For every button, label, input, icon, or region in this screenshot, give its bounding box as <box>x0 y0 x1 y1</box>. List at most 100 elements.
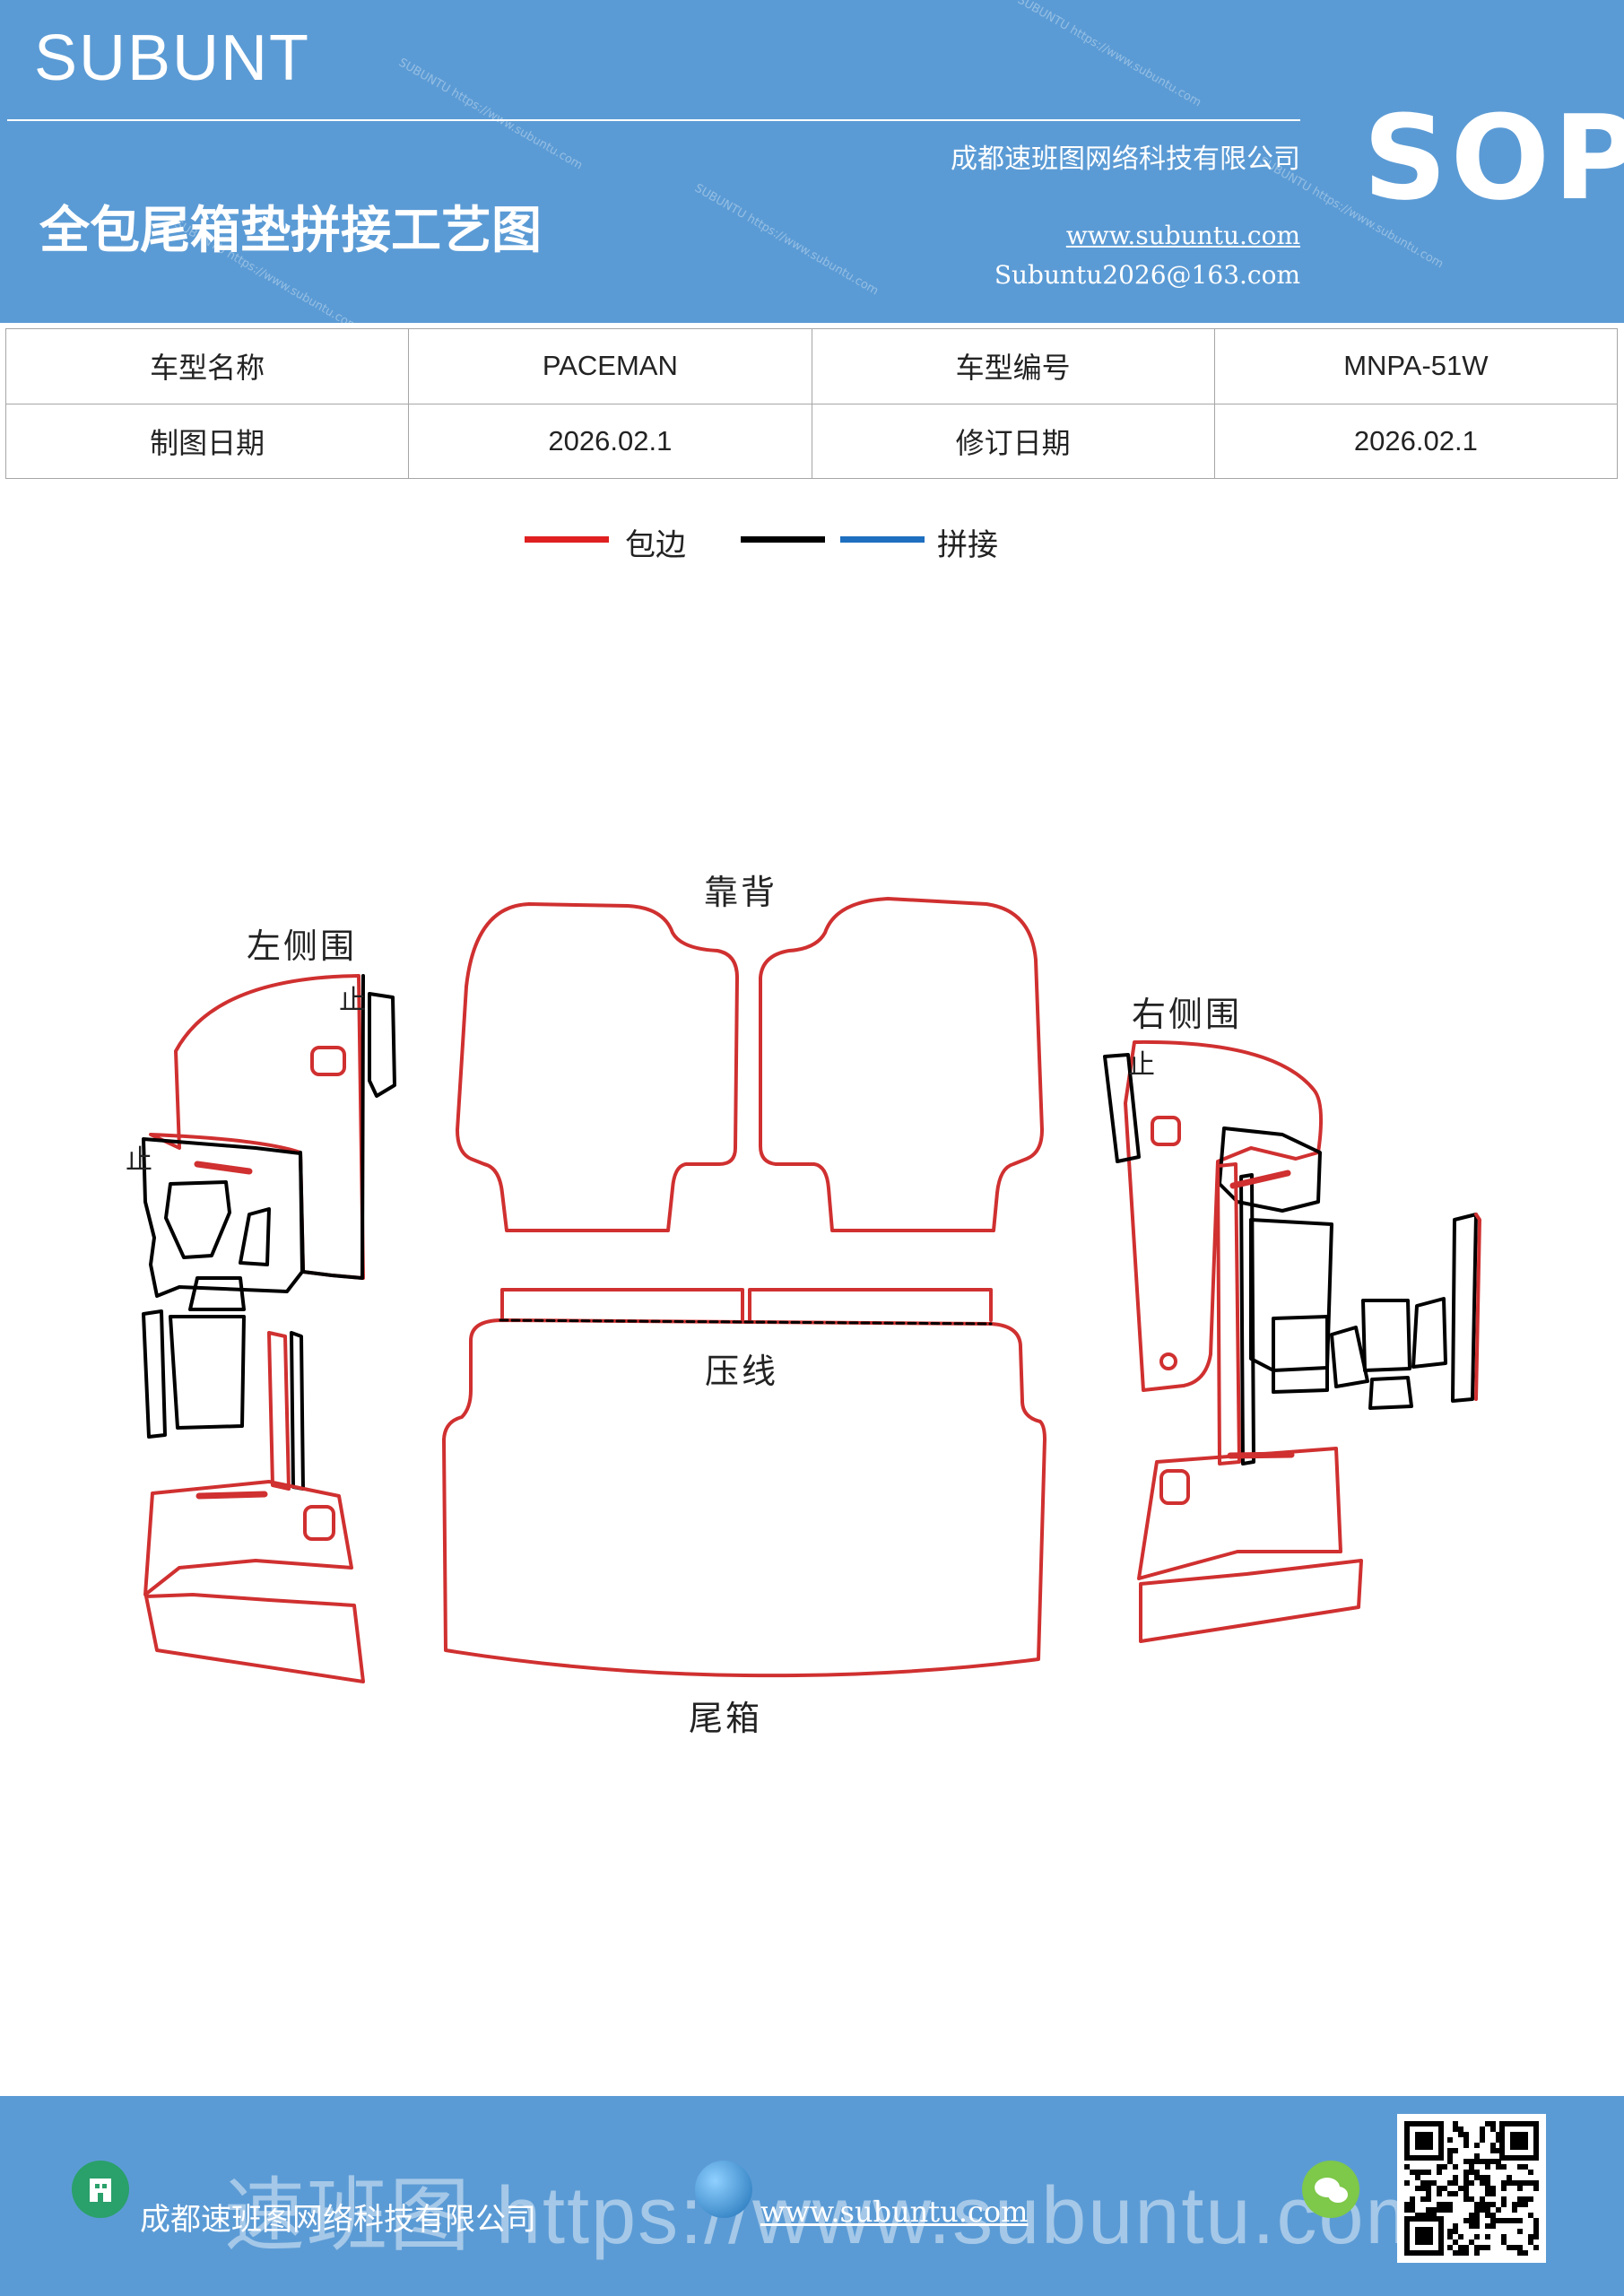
pattern-drawing <box>142 897 1481 1683</box>
table-cell-label: 制图日期 <box>4 403 410 479</box>
qr-module <box>1507 2218 1512 2223</box>
legend-swatch-edge <box>525 536 609 543</box>
right-side-piece-a <box>1330 1326 1369 1388</box>
qr-module <box>1507 2180 1512 2186</box>
qr-module <box>1463 2186 1469 2191</box>
brand-name: SUBUNT <box>34 22 311 94</box>
qr-module <box>1528 2239 1533 2245</box>
qr-module <box>1480 2207 1485 2213</box>
qr-module <box>1410 2196 1415 2202</box>
qr-module <box>1404 2164 1410 2170</box>
qr-module <box>1480 2137 1485 2143</box>
table-cell-value: MNPA-51W <box>1213 328 1619 404</box>
qr-module <box>1458 2186 1463 2191</box>
qr-module <box>1501 2186 1507 2191</box>
qr-module <box>1437 2191 1442 2196</box>
qr-module <box>1442 2207 1447 2213</box>
table-cell-value: 2026.02.1 <box>1213 403 1619 479</box>
qr-module <box>1453 2180 1458 2186</box>
left-side-hole-b <box>303 1505 335 1541</box>
qr-module <box>1490 2186 1496 2191</box>
qr-module <box>1474 2170 1480 2175</box>
qr-module <box>1447 2180 1453 2186</box>
right-side-piece-d <box>1368 1376 1413 1410</box>
qr-module <box>1480 2196 1485 2202</box>
qr-module <box>1496 2148 1501 2153</box>
table-row: 车型名称 PACEMAN 车型编号 MNPA-51W <box>4 328 1619 404</box>
qr-module <box>1453 2175 1458 2180</box>
left-side-vstrip-b <box>290 1331 305 1491</box>
qr-module <box>1512 2218 1517 2223</box>
legend-label-edge: 包边 <box>625 527 686 563</box>
qr-module <box>1404 2202 1410 2207</box>
qr-module <box>1480 2180 1485 2186</box>
footer-website-link[interactable]: www.subuntu.com <box>760 2195 1029 2229</box>
qr-module <box>1496 2132 1501 2137</box>
qr-module <box>1447 2207 1453 2213</box>
qr-module <box>1463 2143 1469 2148</box>
qr-module <box>1437 2170 1442 2175</box>
globe-icon <box>695 2161 752 2218</box>
qr-module <box>1447 2153 1453 2159</box>
crease-line <box>499 1318 993 1326</box>
qr-module <box>1463 2191 1469 2196</box>
wechat-icon <box>1302 2161 1359 2218</box>
qr-module <box>1517 2164 1523 2170</box>
qr-module <box>1480 2175 1485 2180</box>
qr-module <box>1517 2245 1523 2250</box>
qr-module <box>1490 2191 1496 2196</box>
trunk-floor-piece <box>442 1318 1046 1678</box>
left-side-panel <box>142 1137 304 1298</box>
qr-module <box>1463 2132 1469 2137</box>
qr-module <box>1458 2245 1463 2250</box>
qr-module <box>1480 2132 1485 2137</box>
right-side-bottom-a <box>1137 1447 1342 1580</box>
qr-module <box>1512 2180 1517 2186</box>
right-side-wall-main <box>1124 1039 1323 1392</box>
left-side-wall-seam <box>299 974 365 1280</box>
qr-module <box>1485 2223 1490 2229</box>
qr-module <box>1447 2191 1453 2196</box>
qr-code <box>1397 2114 1546 2263</box>
qr-module <box>1496 2159 1501 2164</box>
qr-module <box>1528 2234 1533 2239</box>
qr-module <box>1523 2250 1528 2256</box>
website-link[interactable]: www.subuntu.com <box>1065 221 1300 250</box>
qr-module <box>1442 2202 1447 2207</box>
label-right-side: 右侧围 <box>1132 995 1243 1034</box>
qr-module <box>1420 2186 1426 2191</box>
qr-module <box>1404 2207 1410 2213</box>
qr-module <box>1528 2180 1533 2186</box>
qr-module <box>1496 2218 1501 2223</box>
qr-module <box>1458 2126 1463 2132</box>
legend-swatch-seam <box>840 536 925 543</box>
label-trunk: 尾箱 <box>689 1699 763 1738</box>
qr-module <box>1501 2164 1507 2170</box>
right-side-hole <box>1151 1116 1181 1146</box>
qr-module <box>1453 2239 1458 2245</box>
qr-module <box>1469 2159 1474 2164</box>
qr-module <box>1485 2191 1490 2196</box>
qr-module <box>1410 2170 1415 2175</box>
qr-module <box>1474 2207 1480 2213</box>
left-side-thin <box>142 1309 167 1439</box>
qr-module <box>1447 2202 1453 2207</box>
qr-module <box>1420 2213 1426 2218</box>
qr-module <box>1533 2234 1539 2239</box>
qr-module <box>1490 2159 1496 2164</box>
qr-module <box>1463 2175 1469 2180</box>
qr-module <box>1528 2196 1533 2202</box>
qr-module <box>1420 2180 1426 2186</box>
qr-module <box>1496 2207 1501 2213</box>
qr-module <box>1490 2223 1496 2229</box>
qr-module <box>1480 2202 1485 2207</box>
qr-module <box>1469 2164 1474 2170</box>
legend-swatch-black <box>741 536 825 543</box>
qr-module <box>1523 2202 1528 2207</box>
watermark-mark: SUBUNTU https://www.subuntu.com <box>691 181 881 299</box>
qr-module <box>1507 2245 1512 2250</box>
left-side-edge-mark-b <box>195 1491 268 1500</box>
right-side-strip <box>1103 1053 1141 1163</box>
page-title: 全包尾箱垫拼接工艺图 <box>39 202 542 260</box>
label-left-side: 左侧围 <box>247 926 358 966</box>
